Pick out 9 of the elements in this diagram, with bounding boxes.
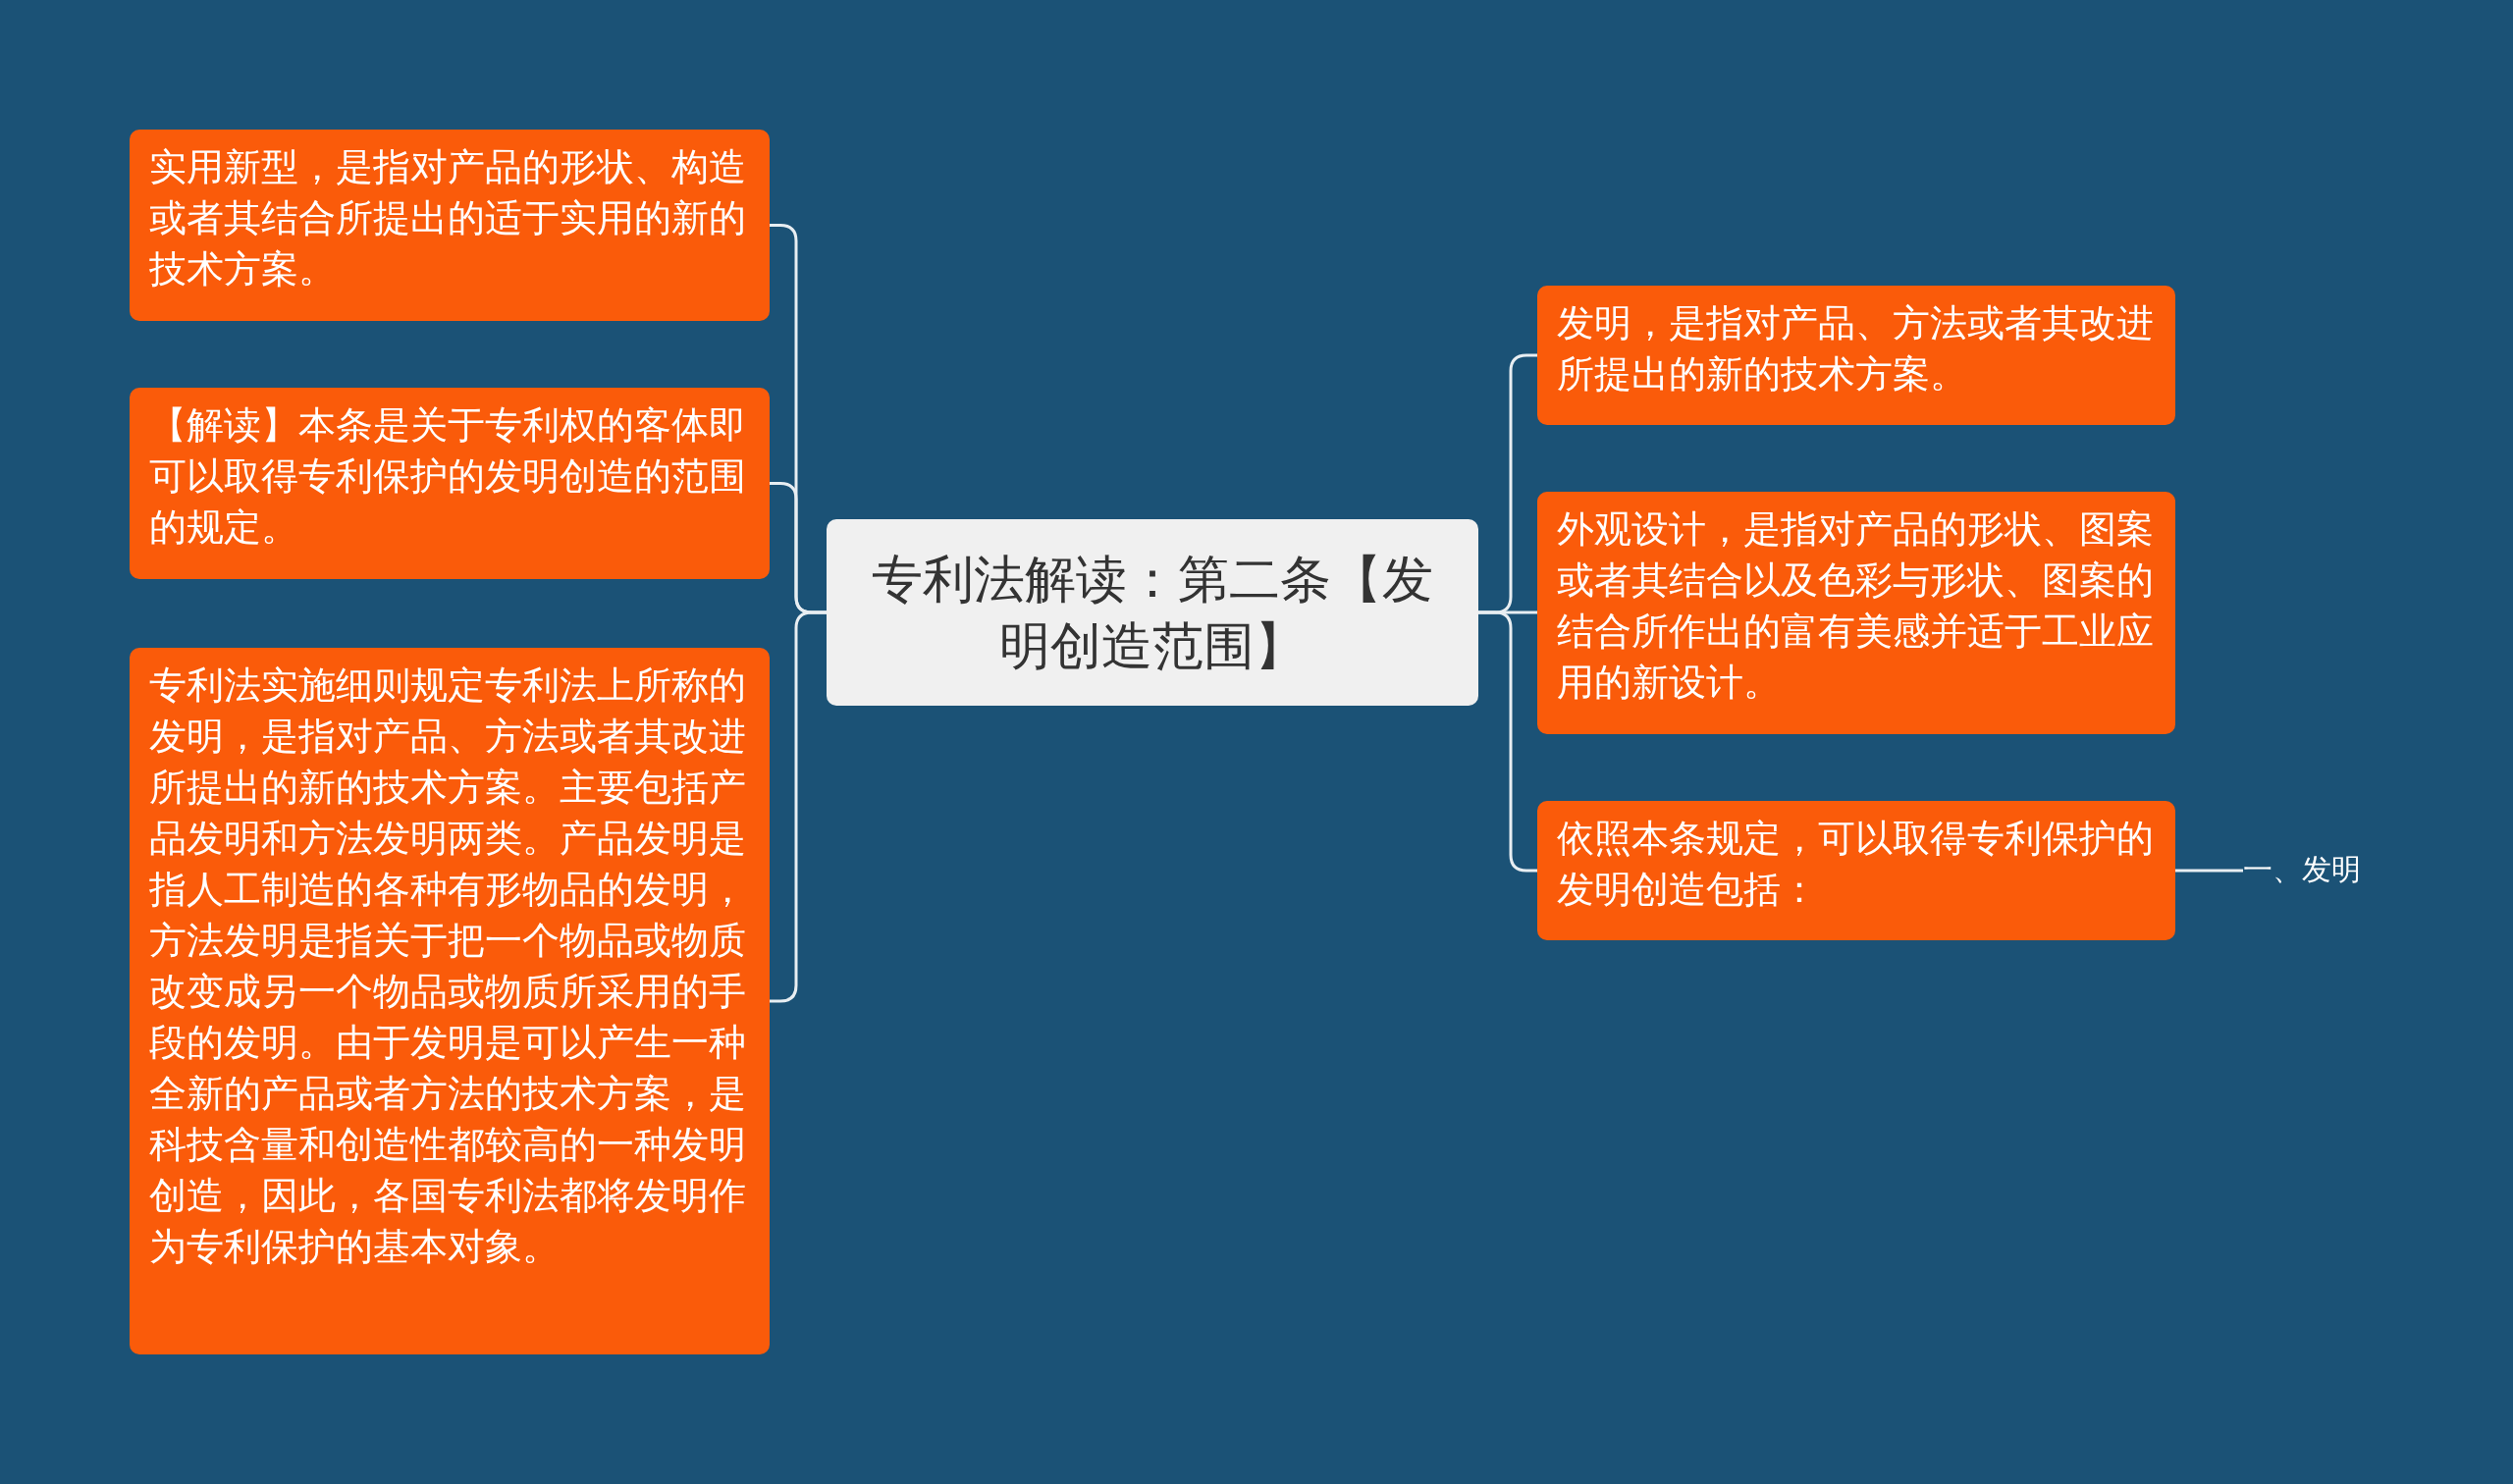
topic-box: 【解读】本条是关于专利权的客体即可以取得专利保护的发明创造的范围的规定。 bbox=[130, 388, 770, 579]
topic-box: 发明，是指对产品、方法或者其改进所提出的新的技术方案。 bbox=[1537, 286, 2175, 425]
topic-box: 专利法实施细则规定专利法上所称的发明，是指对产品、方法或者其改进所提出的新的技术方案。主要包括产品发明和方法发明两类。产品发明是指人工制造的各种有形物品的发明，方法发明是指关于把一个物品或物质改变成另一个物品或物质所采用的手段的发明。由于发明是可以产生一种全新的产品或者方法的技术方案，是科技含量和创造性都较高的一种发明创造，因此，各国专利法都将发明作为专利保护的基本对象。 bbox=[130, 648, 770, 1354]
topic-box: 外观设计，是指对产品的形状、图案或者其结合以及色彩与形状、图案的结合所作出的富有美感并适于工业应用的新设计。 bbox=[1537, 492, 2175, 734]
topic-box: 实用新型，是指对产品的形状、构造或者其结合所提出的适于实用的新的技术方案。 bbox=[130, 130, 770, 321]
connector-line bbox=[2175, 869, 2243, 873]
topic-box: 依照本条规定，可以取得专利保护的发明创造包括： bbox=[1537, 801, 2175, 940]
center-topic-box: 专利法解读：第二条【发明创造范围】 bbox=[827, 519, 1478, 706]
topic-label: 一、发明 bbox=[2243, 850, 2400, 893]
